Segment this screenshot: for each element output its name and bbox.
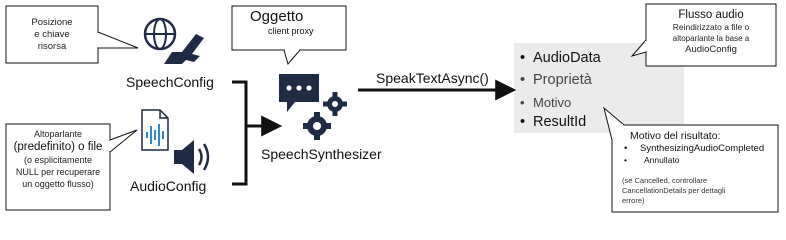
reason-callout-title: Motivo del risultato:: [630, 130, 721, 142]
chat-icon: [279, 74, 347, 140]
result-item-label: AudioData: [533, 50, 601, 66]
speech-synthesizer-label: SpeechSynthesizer: [261, 146, 382, 162]
result-bullet: •: [520, 95, 525, 110]
result-item-label: Proprietà: [533, 72, 592, 88]
key-callout-line: e chiave: [34, 29, 70, 40]
reason-item-label: Annullato: [644, 155, 680, 165]
gear-icon: [303, 92, 347, 140]
result-bullet: •: [520, 114, 526, 130]
reason-note: (se Cancelled, controllare CancellationD…: [622, 176, 725, 206]
result-item: • AudioData: [520, 50, 601, 66]
audio-file-icon: [141, 109, 210, 174]
result-bullet: •: [520, 72, 526, 88]
reason-note-line: (se Cancelled, controllare: [622, 176, 708, 185]
reason-item: •Annullato: [624, 155, 680, 165]
audio-stream-line: AudioConfig: [685, 44, 737, 55]
result-item: • Motivo: [520, 95, 571, 110]
key-callout-line: Posizione: [31, 17, 73, 28]
object-callout-title: Oggetto: [250, 8, 304, 25]
audio-stream-callout: Flusso audio Reindirizzato a file o alto…: [650, 8, 772, 55]
audio-stream-title: Flusso audio: [678, 9, 744, 21]
speaker-callout-line: Altoparlante: [33, 129, 83, 139]
result-item-label: Motivo: [533, 95, 572, 110]
reason-item: •SynthesizingAudioCompleted: [624, 143, 765, 154]
speaker-icon: [174, 140, 210, 174]
globe-icon: [143, 17, 204, 64]
result-item-label: ResultId: [533, 114, 587, 130]
reason-callout-shape: [611, 124, 779, 213]
result-item: • Proprietà: [520, 72, 592, 88]
audio-stream-line: altoparlante la base a: [672, 34, 750, 43]
speaker-callout-line: NULL per recuperare: [15, 167, 101, 177]
speaker-callout: Altoparlante (predefinito) o file (o esp…: [8, 128, 108, 190]
speech-config-label: SpeechConfig: [126, 74, 214, 90]
reason-item-label: SynthesizingAudioCompleted: [640, 143, 765, 154]
reason-note-line: errore): [622, 196, 645, 205]
speaker-callout-shape: [5, 123, 111, 211]
object-callout-shape: [231, 5, 347, 51]
key-icon: [164, 34, 204, 64]
result-item: • ResultId: [520, 114, 586, 130]
speaker-callout-line: (o esplicitamente: [23, 155, 93, 165]
object-callout-subtitle: client proxy: [268, 26, 314, 36]
reason-note-line: CancellationDetails per dettagli: [622, 186, 726, 195]
speaker-callout-line: un oggetto flusso): [22, 179, 94, 189]
key-callout-line: risorsa: [37, 41, 67, 52]
audio-stream-line: Reindirizzato a file o: [672, 22, 750, 32]
audio-config-label: AudioConfig: [130, 178, 207, 194]
key-callout: Posizione e chiave risorsa: [14, 17, 90, 53]
result-bullet: •: [520, 50, 526, 66]
diagram-connectors: [5, 3, 779, 213]
key-callout-shape: [5, 5, 99, 64]
speak-text-async-label: SpeakTextAsync(): [376, 70, 489, 86]
speaker-callout-line: (predefinito) o file: [13, 141, 103, 153]
